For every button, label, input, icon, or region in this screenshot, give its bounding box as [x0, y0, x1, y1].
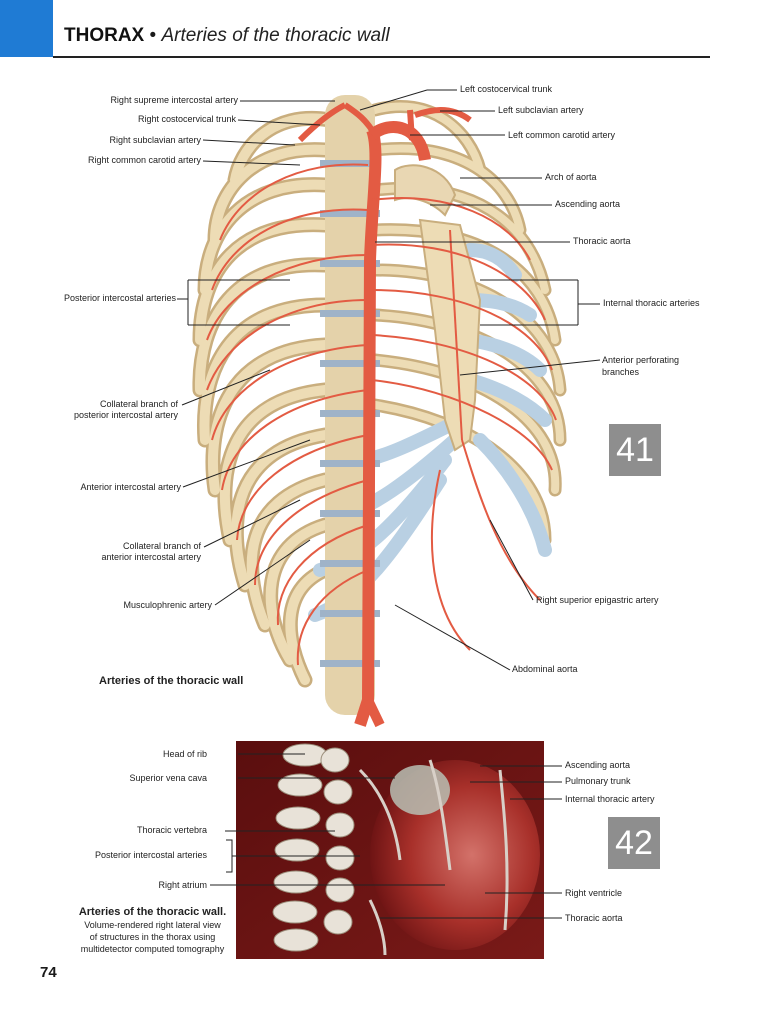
label-right-common-carotid-artery: Right common carotid artery [87, 155, 201, 165]
figure-42-caption-title: Arteries of the thoracic wall. [78, 906, 227, 918]
label-right-ventricle: Right ventricle [565, 888, 623, 898]
label-posterior-intercostal-arteries: Posterior intercostal arteries [63, 293, 176, 303]
label-posterior-intercostal-arteries-ct: Posterior intercostal arteries [94, 850, 207, 860]
label-thoracic-aorta-ct: Thoracic aorta [565, 913, 623, 923]
label-superior-vena-cava: Superior vena cava [129, 773, 207, 783]
page-header: THORAX • Arteries of the thoracic wall [64, 24, 390, 48]
label-abdominal-aorta: Abdominal aorta [512, 664, 578, 674]
label-left-common-carotid-artery: Left common carotid artery [508, 130, 616, 140]
vertebral-column [320, 95, 380, 715]
label-right-superior-epigastric-artery: Right superior epigastric artery [536, 595, 659, 605]
section-color-tab [0, 0, 53, 57]
intercostal-arteries [206, 163, 557, 666]
label-right-subclavian-artery: Right subclavian artery [109, 135, 201, 145]
label-ascending-aorta-ct: Ascending aorta [565, 760, 631, 770]
label-musculophrenic-artery: Musculophrenic artery [123, 600, 212, 610]
figure-42-caption-line-2: of structures in the thorax using [89, 932, 216, 942]
figure-42-caption-line-1: Volume-rendered right lateral view [84, 920, 221, 930]
section-title: THORAX [64, 25, 145, 46]
label-collateral-branch-anterior-2: anterior intercostal artery [101, 552, 201, 562]
figure-41-caption: Arteries of the thoracic wall [99, 675, 244, 687]
label-anterior-perforating-1: Anterior perforating [602, 355, 680, 365]
label-collateral-branch-posterior-1: Collateral branch of [99, 399, 178, 409]
label-head-of-rib: Head of rib [162, 749, 207, 759]
label-collateral-branch-posterior-2: posterior intercostal artery [73, 410, 178, 420]
label-right-supreme-intercostal-artery: Right supreme intercostal artery [110, 95, 238, 105]
label-pulmonary-trunk: Pulmonary trunk [565, 776, 631, 786]
header-rule [53, 56, 710, 58]
label-anterior-perforating-2: branches [602, 367, 640, 377]
label-right-costocervical-trunk: Right costocervical trunk [137, 114, 236, 124]
label-anterior-intercostal-artery: Anterior intercostal artery [80, 482, 181, 492]
label-right-atrium: Right atrium [158, 880, 207, 890]
label-thoracic-vertebra: Thoracic vertebra [136, 825, 207, 835]
figure-41-badge: 41 [609, 424, 661, 476]
label-left-subclavian-artery: Left subclavian artery [498, 105, 584, 115]
label-thoracic-aorta: Thoracic aorta [573, 236, 631, 246]
label-left-costocervical-trunk: Left costocervical trunk [460, 84, 553, 94]
aorta [297, 102, 472, 728]
ct-vessels [358, 759, 509, 956]
header-subtitle: Arteries of the thoracic wall [161, 25, 390, 46]
header-bullet: • [149, 25, 157, 46]
figure-42-leader-lines [210, 753, 562, 919]
label-arch-of-aorta: Arch of aorta [545, 172, 597, 182]
page-number: 74 [40, 964, 57, 981]
sternum [418, 218, 482, 452]
label-ascending-aorta: Ascending aorta [555, 199, 621, 209]
label-internal-thoracic-arteries: Internal thoracic arteries [603, 298, 700, 308]
figure-42-caption: Arteries of the thoracic wall. Volume-re… [60, 905, 245, 955]
label-collateral-branch-anterior-1: Collateral branch of [122, 541, 201, 551]
figure-42-caption-line-3: multidetector computed tomography [80, 944, 225, 954]
figure-42-badge: 42 [608, 817, 660, 869]
figure-41-leader-lines [177, 89, 601, 671]
label-internal-thoracic-artery: Internal thoracic artery [565, 794, 655, 804]
